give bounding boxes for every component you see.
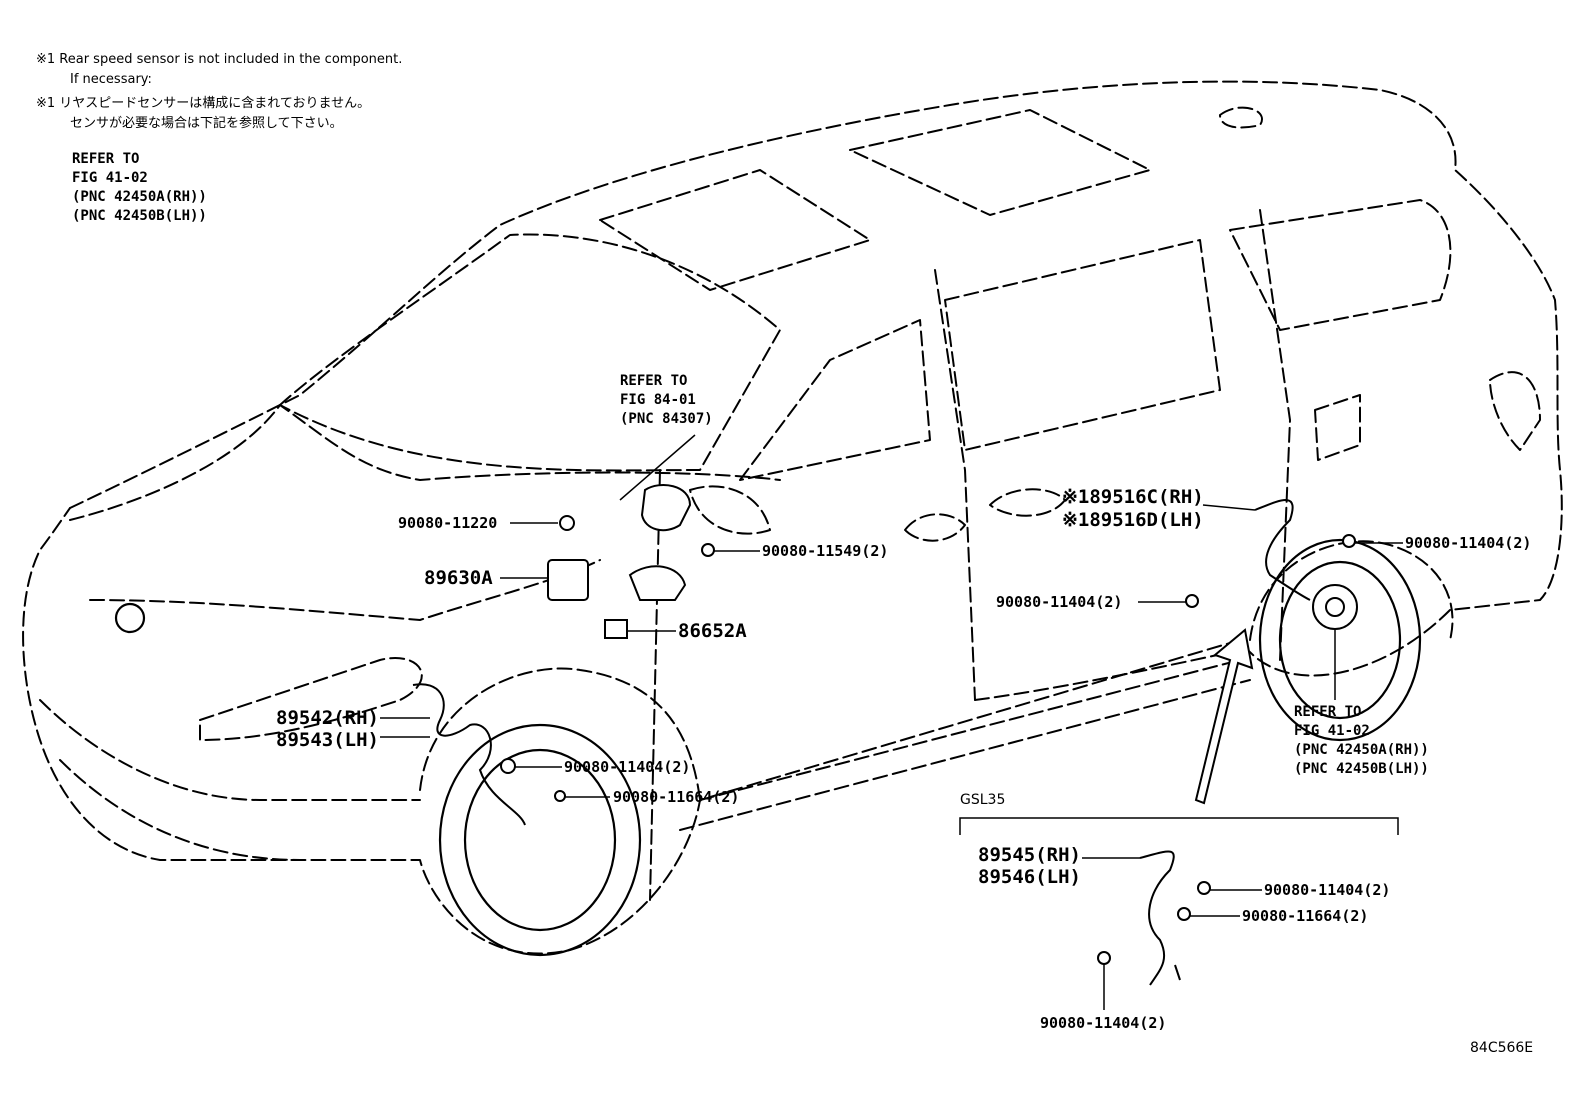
note-ref-line: (PNC 42450B(LH))	[72, 208, 207, 224]
inset-bracket	[959, 817, 1399, 835]
part-label-inset-90080-11664: 90080-11664(2)	[1242, 907, 1369, 925]
inset-title: GSL35	[960, 792, 1006, 808]
part-label-90080-11404-front: 90080-11404(2)	[564, 758, 691, 776]
part-label-90080-11404-rear-top: 90080-11404(2)	[1405, 534, 1532, 552]
note-block: ※1 Rear speed sensor is not included in …	[36, 50, 402, 134]
body-outline	[69, 80, 1563, 611]
refer-rear-line: (PNC 42450A(RH))	[1294, 742, 1429, 758]
note-ref-line: REFER TO	[72, 151, 140, 167]
part-label-89543: 89543(LH)	[276, 729, 379, 751]
rear-sensor-wire	[1254, 499, 1311, 601]
figure-code: 84C566E	[1470, 1040, 1534, 1056]
note-en-line2: If necessary:	[70, 72, 152, 87]
refer-rear: REFER TO FIG 41-02 (PNC 42450A(RH)) (PNC…	[1294, 703, 1429, 779]
front-door-handle	[904, 513, 966, 542]
windshield	[279, 233, 781, 472]
rocker	[679, 659, 1251, 831]
refer-rear-line: (PNC 42450B(LH))	[1294, 761, 1429, 777]
note-jp-line1: ※1 リヤスピードセンサーは構成に含まれておりません。	[36, 96, 371, 111]
front-sensor-wire	[412, 683, 526, 826]
pointer-arrow	[1194, 628, 1254, 805]
yaw-sensor	[640, 484, 692, 532]
front-wheel	[438, 723, 642, 957]
part-label-89546: 89546(LH)	[978, 866, 1081, 888]
refer-center-line: REFER TO	[620, 373, 688, 389]
rear-wheel	[1258, 538, 1422, 742]
sunroof-rear	[849, 109, 1151, 216]
part-label-89542: 89542(RH)	[276, 707, 379, 729]
front-wheel-arch	[419, 667, 701, 801]
headlight	[199, 657, 423, 741]
slide-door-rear	[1259, 209, 1291, 661]
refer-center: REFER TO FIG 84-01 (PNC 84307)	[620, 372, 713, 429]
refer-rear-line: FIG 41-02	[1294, 723, 1370, 739]
part-label-89516c: ※189516C(RH)	[1062, 486, 1204, 508]
note-refer: REFER TO FIG 41-02 (PNC 42450A(RH)) (PNC…	[72, 150, 207, 226]
note-en-line1: ※1 Rear speed sensor is not included in …	[36, 52, 403, 67]
part-label-90080-11664-front: 90080-11664(2)	[613, 788, 740, 806]
sunroof-front	[599, 169, 871, 291]
refer-rear-line: REFER TO	[1294, 704, 1362, 720]
b-pillar	[649, 469, 661, 901]
bracket	[628, 565, 687, 601]
part-label-89545: 89545(RH)	[978, 844, 1081, 866]
slide-door-handle	[989, 488, 1066, 517]
front-window	[739, 319, 931, 481]
part-label-inset-90080-11404-a: 90080-11404(2)	[1264, 881, 1391, 899]
note-ref-line: (PNC 42450A(RH))	[72, 189, 207, 205]
inset-sensor-wire	[1139, 850, 1175, 986]
rear-window	[1229, 199, 1452, 331]
hood-line	[69, 404, 781, 521]
relay-86652a	[604, 619, 628, 639]
part-label-inset-90080-11404-b: 90080-11404(2)	[1040, 1014, 1167, 1032]
mirror	[689, 485, 771, 535]
refer-center-line: FIG 84-01	[620, 392, 696, 408]
part-label-90080-11404-rear-mid: 90080-11404(2)	[996, 593, 1123, 611]
refer-center-line: (PNC 84307)	[620, 411, 713, 427]
part-label-89516d: ※189516D(LH)	[1062, 509, 1204, 531]
fuel-door	[1314, 394, 1361, 461]
part-label-90080-11220: 90080-11220	[398, 514, 498, 532]
part-label-90080-11549: 90080-11549(2)	[762, 542, 889, 560]
part-label-89630a: 89630A	[424, 567, 493, 589]
slide-door-front	[934, 269, 976, 701]
slide-window	[944, 239, 1221, 451]
sensor-module-89630a	[547, 559, 589, 601]
note-jp-line2: センサが必要な場合は下記を参照して下さい。	[70, 116, 343, 131]
front-bumper	[39, 699, 421, 801]
note-ref-line: FIG 41-02	[72, 170, 148, 186]
part-label-86652a: 86652A	[678, 620, 747, 642]
